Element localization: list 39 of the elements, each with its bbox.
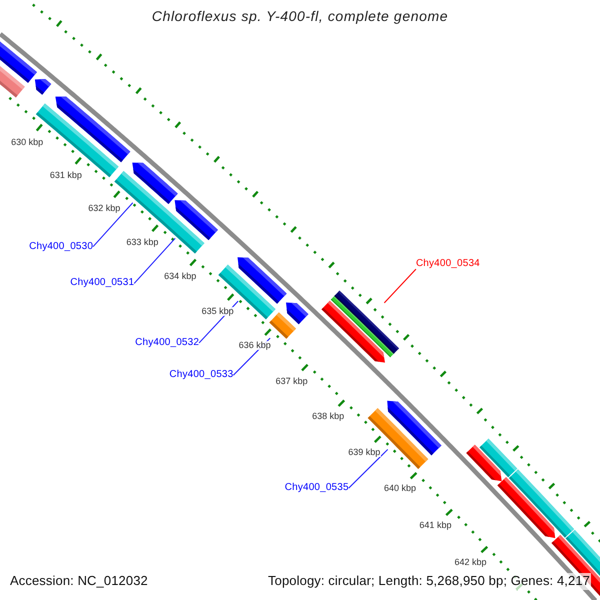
gene-feature xyxy=(34,79,52,95)
tick-label: 633 kbp xyxy=(125,238,160,247)
gene-feature xyxy=(508,469,574,538)
gene-feature xyxy=(55,96,130,162)
gene-feature xyxy=(566,530,600,576)
gene-feature xyxy=(334,290,400,354)
gene-feature xyxy=(174,200,218,240)
gene-label: Chy400_0531 xyxy=(70,277,134,289)
gene-label: Chy400_0535 xyxy=(284,482,349,494)
genome-stats-text: Topology: circular; Length: 5,268,950 bp; Genes: 4,217 xyxy=(267,573,591,590)
gene-feature xyxy=(132,162,178,204)
tick-label: 631 kbp xyxy=(48,170,83,180)
diagram-title: Chloroflexus sp. Y-400-fl, complete genome xyxy=(150,8,450,24)
gene-feature xyxy=(286,302,308,324)
gene-feature xyxy=(238,257,287,304)
gene-label: Chy400_0533 xyxy=(169,369,234,381)
accession-text: Accession: NC_012032 xyxy=(9,573,149,590)
leader-line xyxy=(348,448,388,489)
leader-line xyxy=(134,238,176,284)
gene-feature xyxy=(0,66,25,98)
tick-label: 635 kbp xyxy=(200,306,235,316)
gene-feature xyxy=(269,312,296,339)
tick-label: 642 kbp xyxy=(454,558,488,567)
tick-label: 630 kbp xyxy=(10,138,44,147)
tick-label: 640 kbp xyxy=(382,484,418,494)
tick-label: 636 kbp xyxy=(238,341,272,350)
tick-label: 637 kbp xyxy=(274,376,309,386)
gene-label: Chy400_0532 xyxy=(135,336,200,348)
gene-feature xyxy=(480,438,518,478)
leader-line xyxy=(384,268,416,304)
leader-line xyxy=(92,202,134,248)
gene-label: Chy400_0534 xyxy=(416,258,480,270)
tick-label: 641 kbp xyxy=(418,521,452,530)
gene-feature xyxy=(387,400,442,456)
tick-label: 638 kbp xyxy=(311,412,346,422)
tick-label: 632 kbp xyxy=(87,204,122,214)
tick-label: 634 kbp xyxy=(163,272,198,282)
gene-label: Chy400_0530 xyxy=(29,240,94,252)
tick-label: 639 kbp xyxy=(347,448,382,458)
